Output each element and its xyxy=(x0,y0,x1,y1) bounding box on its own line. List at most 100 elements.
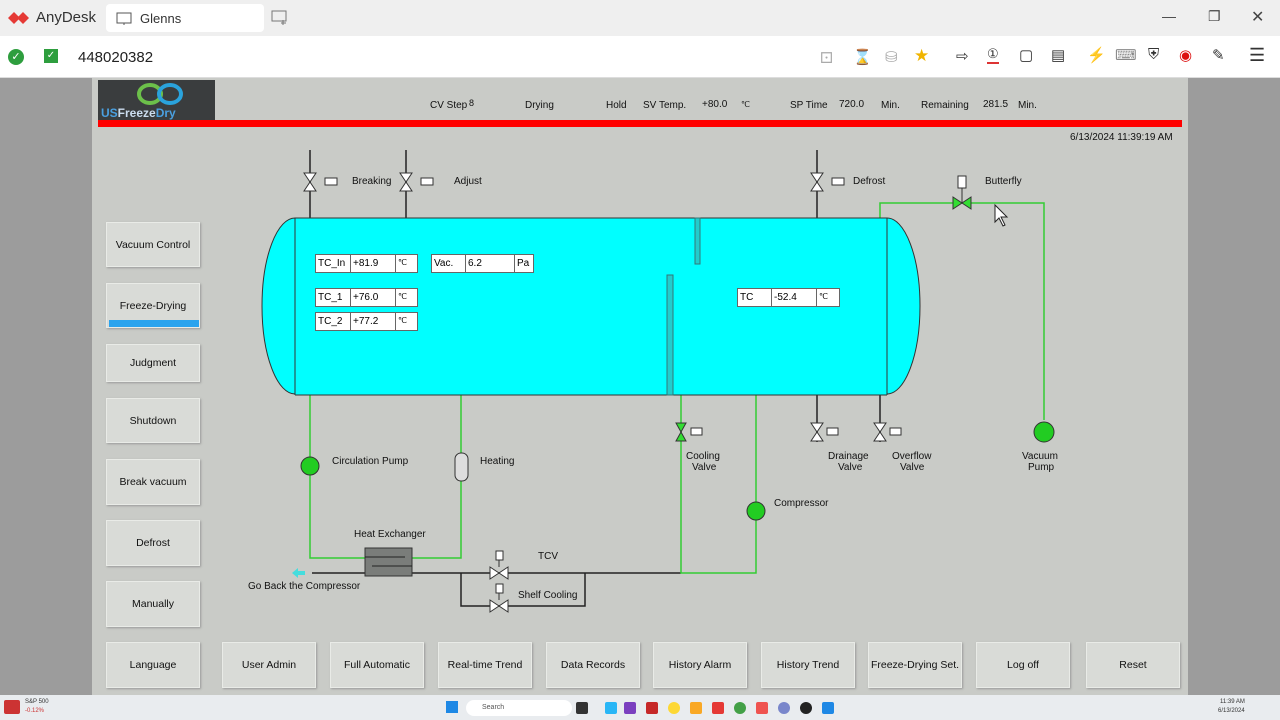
language-button[interactable]: Language xyxy=(106,642,200,688)
cv-step-value: 8 xyxy=(469,98,475,108)
judgment-button[interactable]: Judgment xyxy=(106,344,200,382)
sp-time-label: SP Time xyxy=(790,100,828,111)
restore-button[interactable]: ❐ xyxy=(1208,8,1221,24)
whiteboard-icon[interactable]: ✎ xyxy=(1212,47,1225,64)
tc-in-readout: TC_In+81.9℃ xyxy=(315,254,418,273)
session-tab-label: Glenns xyxy=(140,11,182,26)
hourglass-icon[interactable]: ⌛ xyxy=(853,49,872,66)
chrome-icon[interactable] xyxy=(734,702,746,714)
anydesk-logo-icon xyxy=(8,12,29,24)
defrost-valve-icon xyxy=(810,172,824,192)
freeze-drying-button[interactable]: Freeze-Drying xyxy=(106,283,200,328)
star-icon[interactable]: ★ xyxy=(914,46,930,65)
taskbar-app-icon[interactable] xyxy=(624,702,636,714)
permissions-icon[interactable]: ⛨ xyxy=(1148,46,1160,63)
taskbar xyxy=(0,695,1280,720)
drainage-valve-icon xyxy=(810,422,824,442)
heat-exchanger-icon xyxy=(364,547,413,577)
user-admin-button[interactable]: User Admin xyxy=(222,642,316,688)
clock-date: 6/13/2024 xyxy=(1218,708,1245,714)
phase-status: Drying xyxy=(525,100,554,111)
minimize-button[interactable]: — xyxy=(1162,8,1176,24)
cv-step-label: CV Step xyxy=(430,100,468,111)
history-trend-button[interactable]: History Trend xyxy=(761,642,855,688)
remaining-value: 281.5 xyxy=(983,99,1009,110)
taskbar-search[interactable]: Search xyxy=(466,700,572,716)
sp-time-value: 720.0 xyxy=(839,99,865,110)
close-button[interactable]: ✕ xyxy=(1251,9,1265,26)
action-icon[interactable]: ⚡ xyxy=(1087,47,1106,64)
file-explorer-icon[interactable] xyxy=(690,702,702,714)
freeze-drying-set-button[interactable]: Freeze-Drying Set. xyxy=(868,642,962,688)
cooling-valve-label-1: Cooling xyxy=(686,451,720,462)
remaining-label: Remaining xyxy=(921,100,969,111)
reset-button[interactable]: Reset xyxy=(1086,642,1180,688)
defrost-button[interactable]: Defrost xyxy=(106,520,200,566)
drainage-valve-label-2: Valve xyxy=(838,462,863,473)
heating-label: Heating xyxy=(480,456,515,467)
go-back-arrow-icon xyxy=(292,568,305,578)
title-bar: AnyDesk Glenns — ❐ ✕ xyxy=(0,0,1280,36)
vacuum-pump-icon xyxy=(1033,421,1055,443)
cooling-valve-icon xyxy=(675,422,687,442)
stock-change: -0.12% xyxy=(25,708,45,714)
database-icon[interactable]: ⛁ xyxy=(885,49,898,66)
search-label: Search xyxy=(482,704,505,711)
taskbar-app-icon[interactable] xyxy=(712,702,724,714)
session-tab[interactable]: Glenns xyxy=(106,4,264,32)
new-session-icon[interactable] xyxy=(271,10,289,26)
adjust-label: Adjust xyxy=(454,176,482,187)
manually-button[interactable]: Manually xyxy=(106,581,200,627)
tc-2-readout: TC_2+77.2℃ xyxy=(315,312,418,331)
history-alarm-button[interactable]: History Alarm xyxy=(653,642,747,688)
monitor-icon xyxy=(116,12,132,25)
sv-temp-unit: ℃ xyxy=(741,100,750,109)
taskbar-app-icon[interactable] xyxy=(668,702,680,714)
break-vacuum-button[interactable]: Break vacuum xyxy=(106,459,200,505)
data-records-button[interactable]: Data Records xyxy=(546,642,640,688)
tc-readout: TC-52.4℃ xyxy=(737,288,840,307)
menu-icon[interactable]: ☰ xyxy=(1249,45,1266,65)
transfer-icon[interactable]: ⇨ xyxy=(956,48,969,65)
go-back-compressor-label: Go Back the Compressor xyxy=(248,581,361,592)
address-field[interactable]: 448020382 xyxy=(78,49,154,66)
stock-widget-icon[interactable] xyxy=(4,700,20,714)
display-1-icon[interactable]: ① xyxy=(987,46,999,64)
remaining-unit: Min. xyxy=(1018,100,1037,111)
taskbar-app-icon[interactable] xyxy=(646,702,658,714)
stock-name: S&P 500 xyxy=(25,699,49,705)
chat-icon[interactable]: ▤ xyxy=(1051,47,1066,64)
start-icon[interactable] xyxy=(446,701,458,713)
heat-exchanger-label: Heat Exchanger xyxy=(354,529,426,540)
freeze-drying-label: Freeze-Drying xyxy=(119,299,187,312)
record-icon[interactable]: ◉ xyxy=(1179,47,1193,64)
shelf-cooling-label: Shelf Cooling xyxy=(518,590,578,601)
compressor-icon xyxy=(746,501,766,521)
log-off-button[interactable]: Log off xyxy=(976,642,1070,688)
shutdown-button[interactable]: Shutdown xyxy=(106,398,200,443)
mouse-cursor-icon xyxy=(994,203,1009,227)
butterfly-label: Butterfly xyxy=(985,176,1022,187)
taskbar-app-icon[interactable] xyxy=(576,702,588,714)
session-toolbar: ✓ ✓ 448020382 ⚀ ⌛ ⛁ ★ ⇨ ① ▢ ▤ ⚡ ⌨ ⛨ ◉ ✎ … xyxy=(0,36,1280,78)
heater-icon xyxy=(454,452,469,482)
overflow-valve-label-1: Overflow xyxy=(892,451,932,462)
butterfly-valve-icon xyxy=(952,175,972,210)
taskbar-app-icon[interactable] xyxy=(778,702,790,714)
taskbar-app-icon[interactable] xyxy=(822,702,834,714)
circulation-pump-icon xyxy=(300,456,320,476)
privacy-icon[interactable]: ⚀ xyxy=(820,50,834,67)
tc-1-readout: TC_1+76.0℃ xyxy=(315,288,418,307)
taskbar-app-icon[interactable] xyxy=(605,702,617,714)
tcv-label: TCV xyxy=(538,551,558,562)
active-tab-indicator xyxy=(109,320,199,327)
display-icon[interactable]: ▢ xyxy=(1019,47,1034,64)
logo-infinity-icon xyxy=(137,83,183,105)
vacuum-control-button[interactable]: Vacuum Control xyxy=(106,222,200,267)
realtime-trend-button[interactable]: Real-time Trend xyxy=(438,642,532,688)
taskbar-app-icon[interactable] xyxy=(800,702,812,714)
breaking-valve-icon xyxy=(303,172,317,192)
taskbar-app-icon[interactable] xyxy=(756,702,768,714)
full-automatic-button[interactable]: Full Automatic xyxy=(330,642,424,688)
keyboard-icon[interactable]: ⌨ xyxy=(1115,47,1137,64)
